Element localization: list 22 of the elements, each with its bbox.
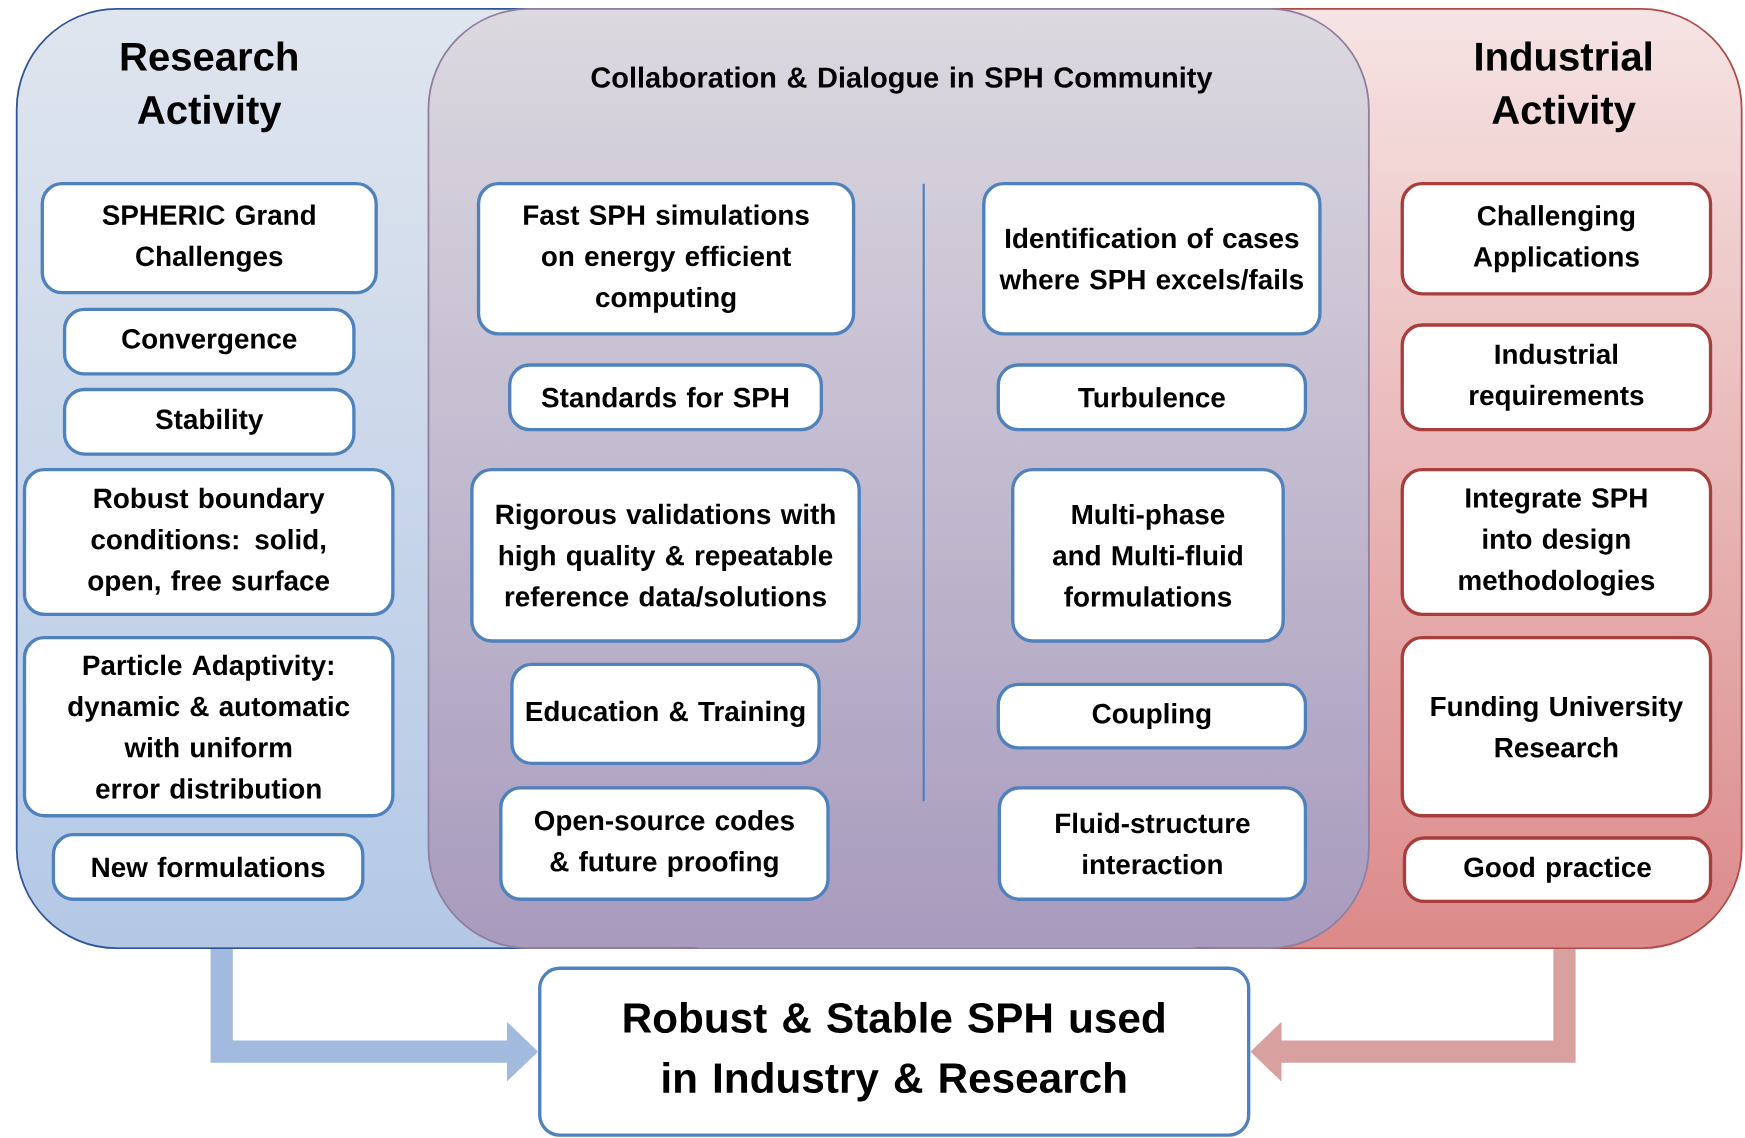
topic-box: Funding University Research (1400, 635, 1713, 818)
topic-box: Integrate SPH into design methodologies (1400, 467, 1713, 616)
topic-box: Rigorous validations with high quality & repeatable reference data/solutions (470, 467, 861, 643)
topic-box: Robust boundary conditions: solid, open, free surface (22, 467, 395, 616)
topic-box: Coupling (996, 682, 1308, 750)
topic-box: Education & Training (510, 662, 821, 765)
topic-box: Turbulence (996, 363, 1308, 431)
topic-box: Open-source codes & future proofing (499, 786, 830, 901)
topic-box: Identification of cases where SPH excels/fails (982, 181, 1322, 336)
topic-box: Good practice (1402, 836, 1713, 903)
result-box: Robust & Stable SPH used in Industry & Research (538, 966, 1251, 1137)
topic-box: Convergence (62, 307, 356, 376)
topic-box: New formulations (51, 832, 365, 901)
topic-box: Standards for SPH (508, 363, 823, 431)
topic-box: Challenging Applications (1400, 181, 1713, 296)
topic-box: Stability (62, 387, 356, 456)
topic-box: Fast SPH simulations on energy efficient computing (476, 181, 856, 336)
topic-box: Industrial requirements (1400, 323, 1713, 431)
topic-box: SPHERIC Grand Challenges (40, 181, 378, 295)
topic-box: Particle Adaptivity: dynamic & automatic with uniform error distribution (22, 635, 395, 818)
topic-box: Multi-phase and Multi-fluid formulations (1011, 467, 1285, 643)
topic-box: Fluid-structure interaction (997, 786, 1308, 901)
